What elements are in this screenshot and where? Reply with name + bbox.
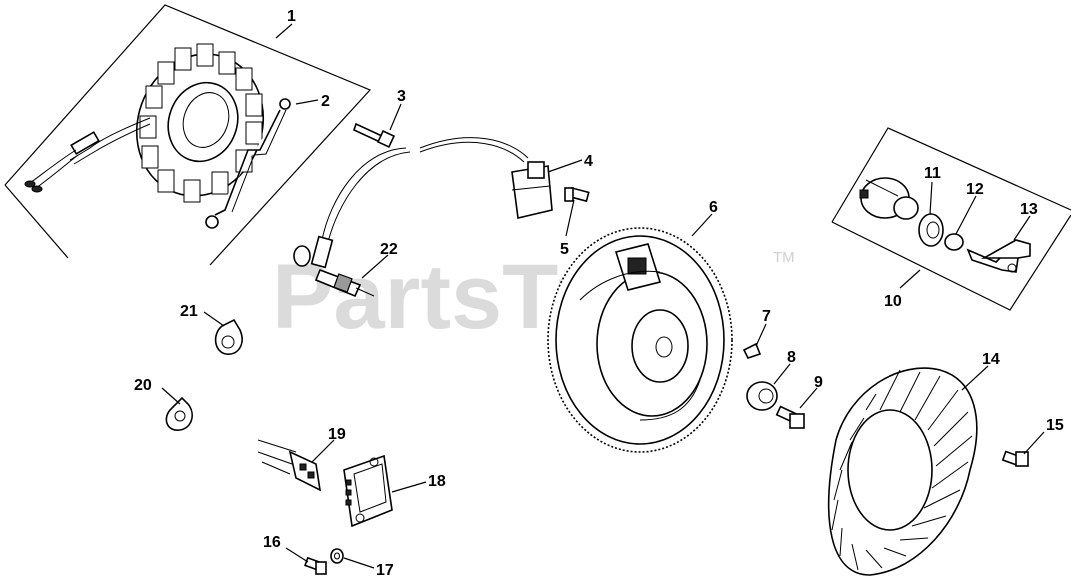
nut-part-12[interactable] (944, 233, 964, 251)
screw-part-3[interactable] (353, 122, 396, 149)
screw-part-5[interactable] (564, 186, 590, 203)
screw-part-9[interactable] (775, 405, 805, 429)
callout-20: 20 (134, 377, 152, 394)
callout-18: 18 (428, 473, 446, 490)
callout-2: 2 (321, 93, 330, 110)
rectifier-part-18[interactable] (343, 454, 393, 528)
clamp-part-21[interactable] (214, 318, 243, 355)
leader-lines (161, 23, 1045, 569)
screw-part-16[interactable] (304, 556, 327, 575)
ground-lead-part[interactable] (205, 98, 291, 229)
key-switch-part[interactable] (859, 177, 919, 220)
callout-19: 19 (328, 426, 346, 443)
callout-7: 7 (762, 308, 771, 325)
key-part-7[interactable] (742, 342, 762, 359)
callout-14: 14 (982, 351, 1000, 368)
flywheel-part[interactable] (547, 227, 733, 453)
ignition-coil-part[interactable] (293, 137, 553, 269)
callout-5: 5 (560, 241, 569, 258)
blower-housing-part[interactable] (827, 367, 978, 576)
callout-1: 1 (287, 8, 296, 25)
connector-part-19[interactable] (257, 439, 322, 492)
keys-part-13[interactable] (966, 239, 1031, 273)
watermark-trademark: TM (773, 249, 795, 266)
callout-3: 3 (397, 88, 406, 105)
callout-22: 22 (380, 241, 398, 258)
stator-part[interactable] (24, 36, 283, 214)
callout-6: 6 (709, 199, 718, 216)
callout-16: 16 (263, 534, 281, 551)
callout-15: 15 (1046, 417, 1064, 434)
nut-part-11[interactable] (918, 213, 944, 247)
callout-9: 9 (814, 374, 823, 391)
screw-part-15[interactable] (1001, 450, 1029, 467)
callout-17: 17 (376, 562, 394, 579)
callout-8: 8 (787, 349, 796, 366)
washer-part-8[interactable] (746, 381, 778, 411)
callout-labels: 1 2 3 4 5 6 7 8 9 10 11 12 13 14 15 16 1… (134, 8, 1064, 579)
spark-plug-part[interactable] (314, 268, 375, 298)
stator-group-box (4, 4, 372, 266)
callout-10: 10 (884, 293, 902, 310)
callout-12: 12 (966, 181, 984, 198)
washer-part-17[interactable] (330, 548, 344, 564)
callout-21: 21 (180, 303, 198, 320)
clamp-part-20[interactable] (165, 396, 193, 431)
callout-11: 11 (924, 165, 941, 182)
callout-4: 4 (584, 153, 593, 170)
callout-13: 13 (1020, 201, 1038, 218)
key-switch-group-box (831, 127, 1071, 311)
